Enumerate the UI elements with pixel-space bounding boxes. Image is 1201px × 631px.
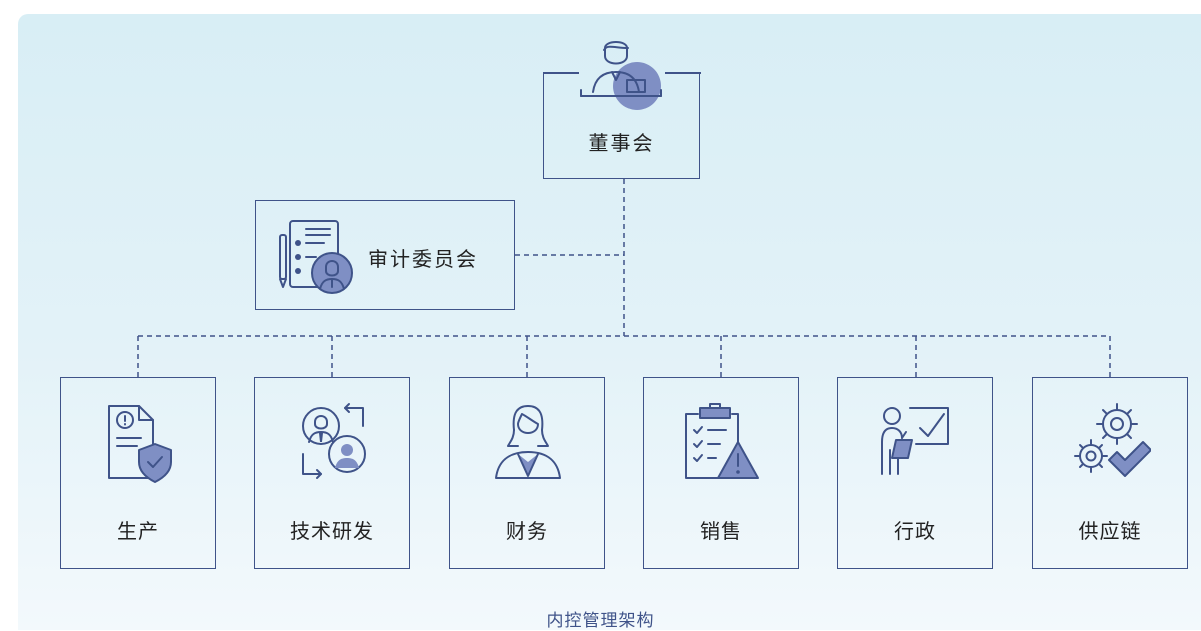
dept-sales: 销售 (643, 377, 799, 569)
dept-label: 销售 (700, 519, 742, 543)
dept-rnd: 技术研发 (254, 377, 410, 569)
dept-finance: 财务 (449, 377, 605, 569)
dept-supply-chain: 供应链 (1032, 377, 1188, 569)
executive-icon (580, 41, 662, 110)
gears-check-icon (1074, 403, 1151, 477)
audit-committee-label: 审计委员会 (368, 247, 478, 271)
businesswoman-icon (495, 405, 561, 479)
dept-label: 生产 (117, 519, 159, 543)
presenter-board-icon (881, 407, 949, 475)
people-exchange-icon (302, 403, 366, 479)
audit-committee-node: 审计委员会 (255, 200, 515, 310)
audit-report-icon (279, 220, 353, 294)
document-shield-icon (108, 405, 172, 483)
board-node: 董事会 (542, 72, 701, 179)
diagram-caption: 内控管理架构 (546, 611, 655, 631)
dept-production: 生产 (60, 377, 216, 569)
dept-label: 供应链 (1078, 519, 1142, 543)
dept-label: 技术研发 (290, 519, 374, 543)
dept-label: 财务 (506, 519, 548, 543)
dept-admin: 行政 (837, 377, 993, 569)
dept-label: 行政 (894, 519, 936, 543)
board-label: 董事会 (588, 131, 655, 155)
clipboard-warning-icon (685, 403, 759, 479)
